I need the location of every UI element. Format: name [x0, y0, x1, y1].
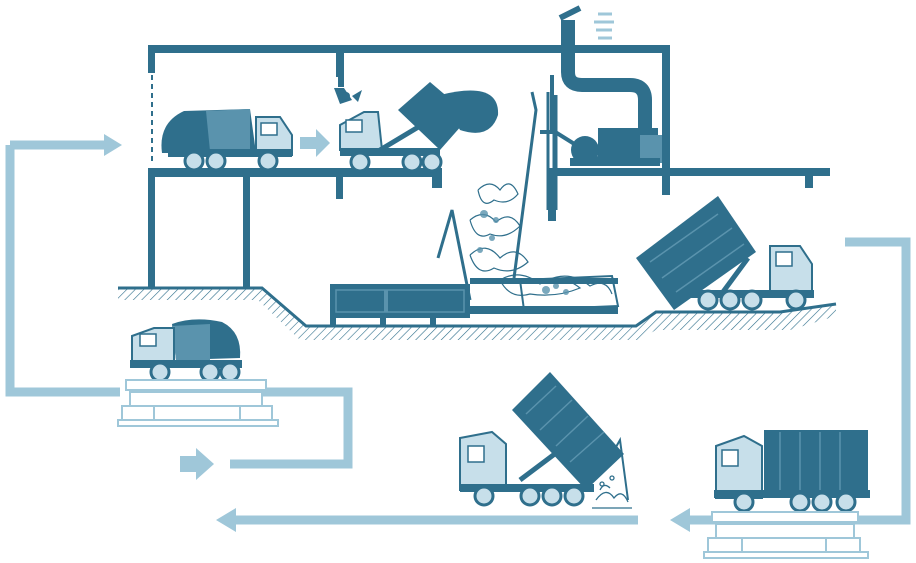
dust-extraction-system: [540, 8, 645, 210]
container-truck-icon: [636, 196, 814, 310]
compactor-unit: [330, 276, 618, 326]
roof-beam: [148, 45, 670, 53]
weighbridge-icon: [704, 512, 868, 558]
compactor-truck-tipping-icon: [340, 82, 498, 171]
compactor-truck-icon: [161, 109, 292, 170]
exhaust-fan-icon: [570, 128, 662, 166]
container-truck-tipping-icon: [460, 372, 628, 505]
right-deck: [548, 168, 830, 176]
grab-crane-icon: [334, 75, 362, 104]
deck-post-b: [662, 168, 670, 195]
roof-right-post: [662, 45, 670, 170]
container-truck-icon: [714, 430, 870, 511]
flow-arrow-icon: [104, 134, 122, 156]
compactor-truck-icon: [130, 319, 242, 381]
column-2: [243, 177, 250, 287]
flow-arrow-icon: [216, 508, 236, 532]
right-deck-end: [805, 168, 813, 188]
flow-arrow-icon: [670, 508, 690, 532]
exhaust-air-icon: [594, 14, 614, 38]
roof-mid-drop: [336, 45, 344, 77]
column-1: [148, 177, 155, 287]
return-route: [10, 145, 120, 392]
roof-left-post: [148, 45, 155, 73]
weighbridge-icon: [118, 380, 278, 426]
flow-arrow-icon: [180, 448, 214, 480]
flow-arrow-icon: [300, 129, 330, 157]
duct-top: [560, 8, 580, 18]
column-3: [336, 177, 343, 199]
